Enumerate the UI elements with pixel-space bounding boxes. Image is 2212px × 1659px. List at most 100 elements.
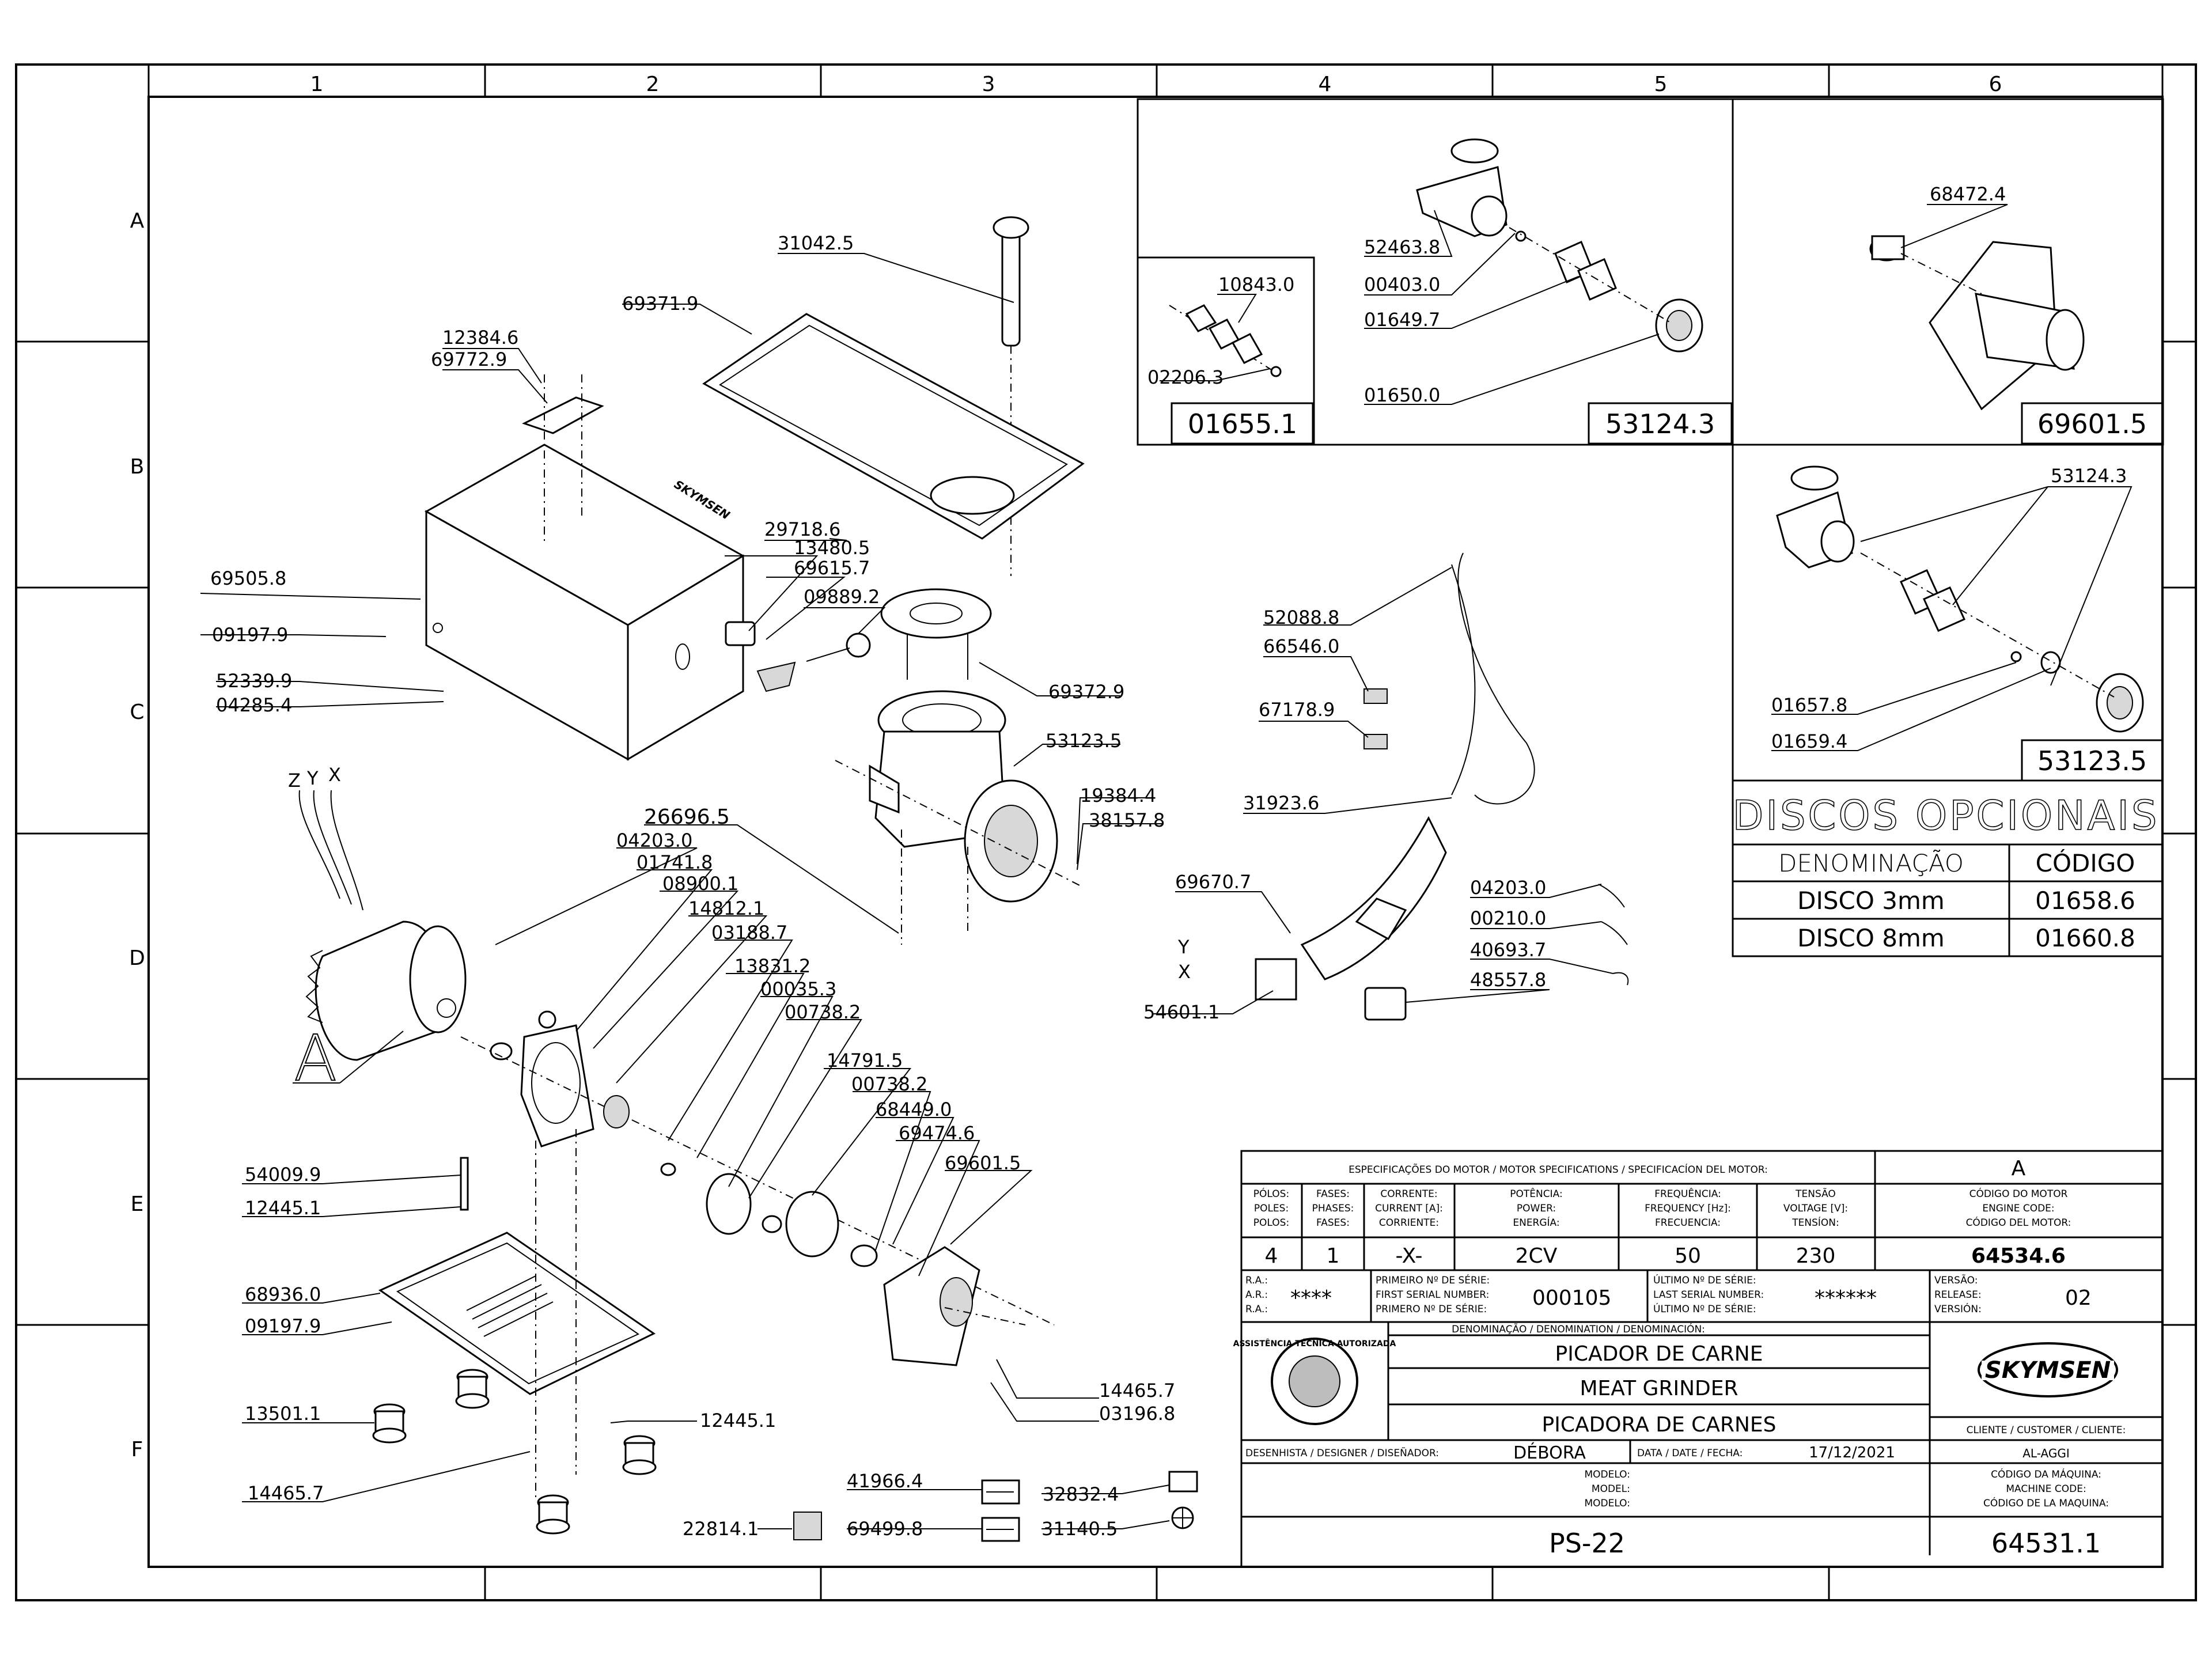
view-a-letter: A: [294, 1021, 337, 1095]
motor-wire-z: Z: [288, 770, 301, 791]
h-tensao-1: TENSÃO: [1795, 1187, 1836, 1200]
label-04203-0-left: 04203.0: [616, 830, 692, 851]
label-69474-6: 69474.6: [899, 1122, 975, 1144]
label-19384-4: 19384.4: [1080, 785, 1156, 806]
label-41966-4: 41966.4: [847, 1470, 923, 1492]
v-first: 000105: [1532, 1286, 1611, 1310]
disc-row-2-code: 01660.8: [2035, 924, 2135, 952]
cabinet-brand-tag: SKYMSEN: [672, 477, 732, 522]
machine-code-value: 64531.1: [1991, 1528, 2101, 1559]
part-labels: 31042.5 69371.9 12384.6 69772.9 29718.6 …: [210, 183, 2127, 1540]
harness-wire-x: X: [1178, 961, 1191, 983]
title-block-serials: R.A.: A.R.: R.A.: **** PRIMEIRO Nº DE SÉ…: [1245, 1274, 2126, 1559]
name-pt: PICADOR DE CARNE: [1555, 1342, 1763, 1366]
disc-row-2-name: DISCO 8mm: [1797, 924, 1945, 952]
gear-train: [603, 1095, 878, 1267]
bottom-plate: [378, 1232, 656, 1395]
view-a-marker: A: [293, 1021, 404, 1096]
h-ra-2: A.R.:: [1245, 1289, 1268, 1301]
grid-col-1: 1: [310, 73, 324, 96]
detail-box-53123-label: 53123.5: [2037, 745, 2147, 777]
label-69601-5: 69601.5: [945, 1152, 1021, 1174]
label-08900-1: 08900.1: [662, 873, 738, 895]
label-54009-9: 54009.9: [245, 1164, 321, 1185]
h-potencia-1: POTÊNCIA:: [1510, 1187, 1562, 1200]
h-corrente-3: CORRIENTE:: [1379, 1217, 1439, 1229]
optional-discs-col-code: CÓDIGO: [2036, 849, 2135, 877]
label-14465-7-left: 14465.7: [248, 1482, 324, 1504]
label-00210-0: 00210.0: [1470, 907, 1546, 929]
grid-ticks: [16, 65, 2196, 1600]
label-13480-5: 13480.5: [794, 537, 870, 559]
label-48557-8: 48557.8: [1470, 969, 1546, 991]
detail-boxes: [1137, 98, 2164, 957]
label-01659-4: 01659.4: [1771, 730, 1847, 752]
harness-wire-y: Y: [1177, 936, 1190, 958]
grid-row-a: A: [130, 209, 145, 233]
h-version-1: VERSÃO:: [1934, 1274, 1978, 1286]
tray-part: [702, 313, 1085, 540]
h-fases-3: FASES:: [1316, 1217, 1350, 1229]
denomination-header: DENOMINAÇÃO / DENOMINATION / DENOMINACIÓ…: [1452, 1323, 1705, 1335]
label-69499-8: 69499.8: [847, 1518, 923, 1540]
optional-discs-title: DISCOS OPCIONAIS: [1733, 792, 2160, 839]
switch-assembly: [725, 621, 871, 692]
head-detail-53124: [1416, 138, 1703, 353]
label-38157-8: 38157.8: [1089, 809, 1165, 831]
h-tensao-3: TENSÍON:: [1791, 1216, 1839, 1229]
label-69371-9: 69371.9: [622, 293, 698, 315]
grid-row-b: B: [130, 455, 145, 479]
h-potencia-2: POWER:: [1517, 1203, 1556, 1214]
customer-value: AL-AGGI: [2022, 1446, 2069, 1460]
h-version-3: VERSIÓN:: [1934, 1302, 1982, 1315]
designer-value: DÉBORA: [1513, 1442, 1586, 1463]
h-freq-2: FREQUENCY [Hz]:: [1645, 1203, 1731, 1214]
h-first-3: PRIMERO Nº DE SÉRIE:: [1376, 1302, 1487, 1315]
hopper-part: [880, 588, 992, 680]
v-fases: 1: [1327, 1244, 1340, 1268]
date-value: 17/12/2021: [1809, 1444, 1895, 1461]
h-engine-1: CÓDIGO DO MOTOR: [1969, 1187, 2068, 1200]
h-engine-3: CÓDIGO DEL MOTOR:: [1966, 1216, 2071, 1229]
label-53124-3: 53124.3: [2051, 465, 2127, 487]
h-first-2: FIRST SERIAL NUMBER:: [1376, 1289, 1489, 1301]
label-69505-8: 69505.8: [210, 567, 286, 589]
label-69372-9: 69372.9: [1048, 681, 1124, 703]
label-52463-8: 52463.8: [1364, 236, 1440, 258]
label-31923-6: 31923.6: [1243, 792, 1319, 814]
gearbox-cover: [883, 1246, 1026, 1366]
rubber-feet: [372, 1129, 657, 1535]
label-69670-7: 69670.7: [1175, 871, 1251, 893]
designer-label: DESENHISTA / DESIGNER / DISEÑADOR:: [1245, 1446, 1439, 1459]
h-freq-3: FRECUENCIA:: [1655, 1217, 1721, 1229]
label-01650-0: 01650.0: [1364, 384, 1440, 406]
h-ra-3: R.A.:: [1245, 1304, 1268, 1315]
label-22814-1: 22814.1: [683, 1518, 759, 1540]
h-potencia-3: ENERGÍA:: [1513, 1216, 1559, 1229]
motor-part: [298, 790, 467, 1061]
label-32832-4: 32832.4: [1043, 1483, 1119, 1505]
machine-code-label-2: MACHINE CODE:: [2006, 1483, 2086, 1495]
model-value: PS-22: [1549, 1528, 1625, 1559]
top-hinge: [522, 374, 604, 541]
h-last-1: ÚLTIMO Nº DE SÉRIE:: [1653, 1274, 1756, 1286]
label-40693-7: 40693.7: [1470, 939, 1546, 961]
optional-discs-table: DISCOS OPCIONAIS DENOMINAÇÃO CÓDIGO DISC…: [1732, 779, 2162, 956]
label-68472-4: 68472.4: [1930, 183, 2006, 205]
v-corrente: -X-: [1395, 1244, 1422, 1268]
motor-spec-header: ESPECIFICAÇÕES DO MOTOR / MOTOR SPECIFIC…: [1349, 1163, 1768, 1176]
label-12445-1-a: 12445.1: [245, 1197, 321, 1219]
h-polos-3: POLOS:: [1253, 1217, 1289, 1229]
grid-col-4: 4: [1319, 73, 1332, 96]
label-68449-0: 68449.0: [876, 1099, 952, 1120]
rev-letter: A: [2012, 1157, 2026, 1180]
label-02206-3: 02206.3: [1147, 366, 1224, 388]
machine-code-label-3: CÓDIGO DE LA MAQUINA:: [1983, 1497, 2109, 1509]
v-freq: 50: [1675, 1244, 1701, 1268]
h-fases-2: PHASES:: [1312, 1203, 1354, 1214]
customer-header: CLIENTE / CUSTOMER / CLIENTE:: [1967, 1425, 2126, 1436]
detail-box-69601-label: 69601.5: [2037, 408, 2147, 440]
h-first-1: PRIMEIRO Nº DE SÉRIE:: [1376, 1274, 1490, 1286]
label-14465-7-right: 14465.7: [1099, 1380, 1175, 1402]
